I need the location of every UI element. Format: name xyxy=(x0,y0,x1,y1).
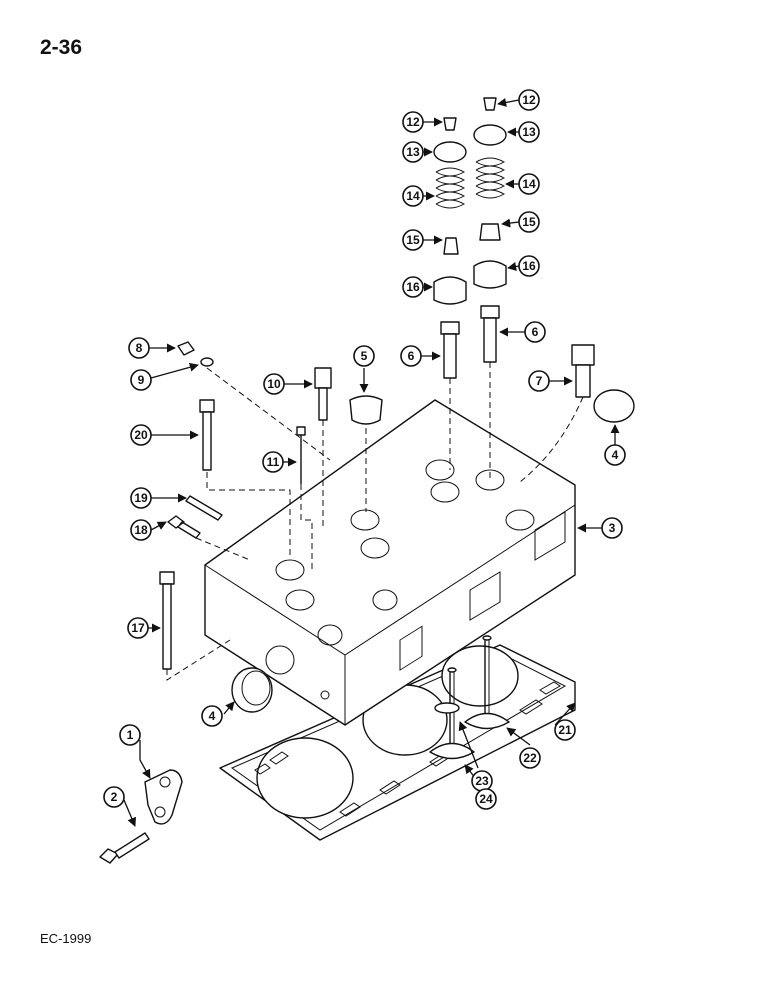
callout-9: 9 xyxy=(130,369,152,391)
guides-and-plugs xyxy=(349,305,635,425)
callout-23: 23 xyxy=(471,770,493,792)
svg-text:6: 6 xyxy=(532,325,539,339)
callout-4-right: 4 xyxy=(604,444,626,466)
svg-text:4: 4 xyxy=(612,448,619,462)
page-number: 2-36 xyxy=(40,36,83,59)
svg-text:21: 21 xyxy=(558,723,572,737)
svg-text:8: 8 xyxy=(136,341,143,355)
callout-12-left: 12 xyxy=(402,111,424,133)
callout-19: 19 xyxy=(130,487,152,509)
valve-train-right xyxy=(473,97,507,289)
svg-text:2: 2 xyxy=(111,790,118,804)
callout-12-right: 12 xyxy=(518,89,540,111)
callout-5: 5 xyxy=(353,345,375,367)
callout-13-right: 13 xyxy=(518,121,540,143)
bracket-and-bolt xyxy=(99,769,183,864)
svg-text:13: 13 xyxy=(406,145,420,159)
svg-text:23: 23 xyxy=(475,774,489,788)
valves xyxy=(429,635,510,760)
svg-text:18: 18 xyxy=(134,523,148,537)
head-gasket xyxy=(219,644,576,841)
svg-text:6: 6 xyxy=(408,349,415,363)
callout-11: 11 xyxy=(262,451,284,473)
svg-text:4: 4 xyxy=(209,709,216,723)
callout-22: 22 xyxy=(519,747,541,769)
svg-text:22: 22 xyxy=(523,751,537,765)
callout-13-left: 13 xyxy=(402,141,424,163)
callout-2: 2 xyxy=(103,786,125,808)
svg-text:12: 12 xyxy=(522,93,536,107)
svg-text:16: 16 xyxy=(522,259,536,273)
seal-ring-bottom xyxy=(231,667,273,713)
callout-16-right: 16 xyxy=(518,255,540,277)
callout-8: 8 xyxy=(128,337,150,359)
callout-15-left: 15 xyxy=(402,229,424,251)
callout-15-right: 15 xyxy=(518,211,540,233)
document-code: EC-1999 xyxy=(40,931,92,946)
callout-16-left: 16 xyxy=(402,276,424,298)
svg-text:1: 1 xyxy=(127,728,134,742)
callout-18: 18 xyxy=(130,519,152,541)
callout-7: 7 xyxy=(528,370,550,392)
svg-text:11: 11 xyxy=(267,455,280,469)
callout-14-right: 14 xyxy=(518,173,540,195)
svg-text:24: 24 xyxy=(479,792,493,806)
callout-1: 1 xyxy=(119,724,141,746)
svg-text:12: 12 xyxy=(406,115,420,129)
svg-text:15: 15 xyxy=(406,233,420,247)
callout-24: 24 xyxy=(475,788,497,810)
callout-21: 21 xyxy=(554,719,576,741)
svg-text:17: 17 xyxy=(131,621,145,635)
svg-text:3: 3 xyxy=(609,521,616,535)
svg-text:14: 14 xyxy=(406,189,420,203)
alignment-lines xyxy=(166,362,584,681)
callout-6-right: 6 xyxy=(524,321,546,343)
svg-text:19: 19 xyxy=(134,491,148,505)
callout-17: 17 xyxy=(127,617,149,639)
callout-10: 10 xyxy=(263,373,285,395)
svg-text:5: 5 xyxy=(361,349,368,363)
cylinder-head xyxy=(204,399,576,726)
svg-text:7: 7 xyxy=(536,374,543,388)
callout-20: 20 xyxy=(130,424,152,446)
svg-text:15: 15 xyxy=(522,215,536,229)
svg-text:14: 14 xyxy=(522,177,536,191)
callout-3: 3 xyxy=(601,517,623,539)
callout-4-left: 4 xyxy=(201,705,223,727)
fasteners xyxy=(159,341,332,670)
svg-text:20: 20 xyxy=(134,428,148,442)
svg-text:10: 10 xyxy=(267,377,281,391)
svg-text:16: 16 xyxy=(406,280,420,294)
svg-text:9: 9 xyxy=(138,373,145,387)
svg-text:13: 13 xyxy=(522,125,536,139)
valve-train-left xyxy=(433,117,467,305)
callout-6-left: 6 xyxy=(400,345,422,367)
callout-14-left: 14 xyxy=(402,185,424,207)
